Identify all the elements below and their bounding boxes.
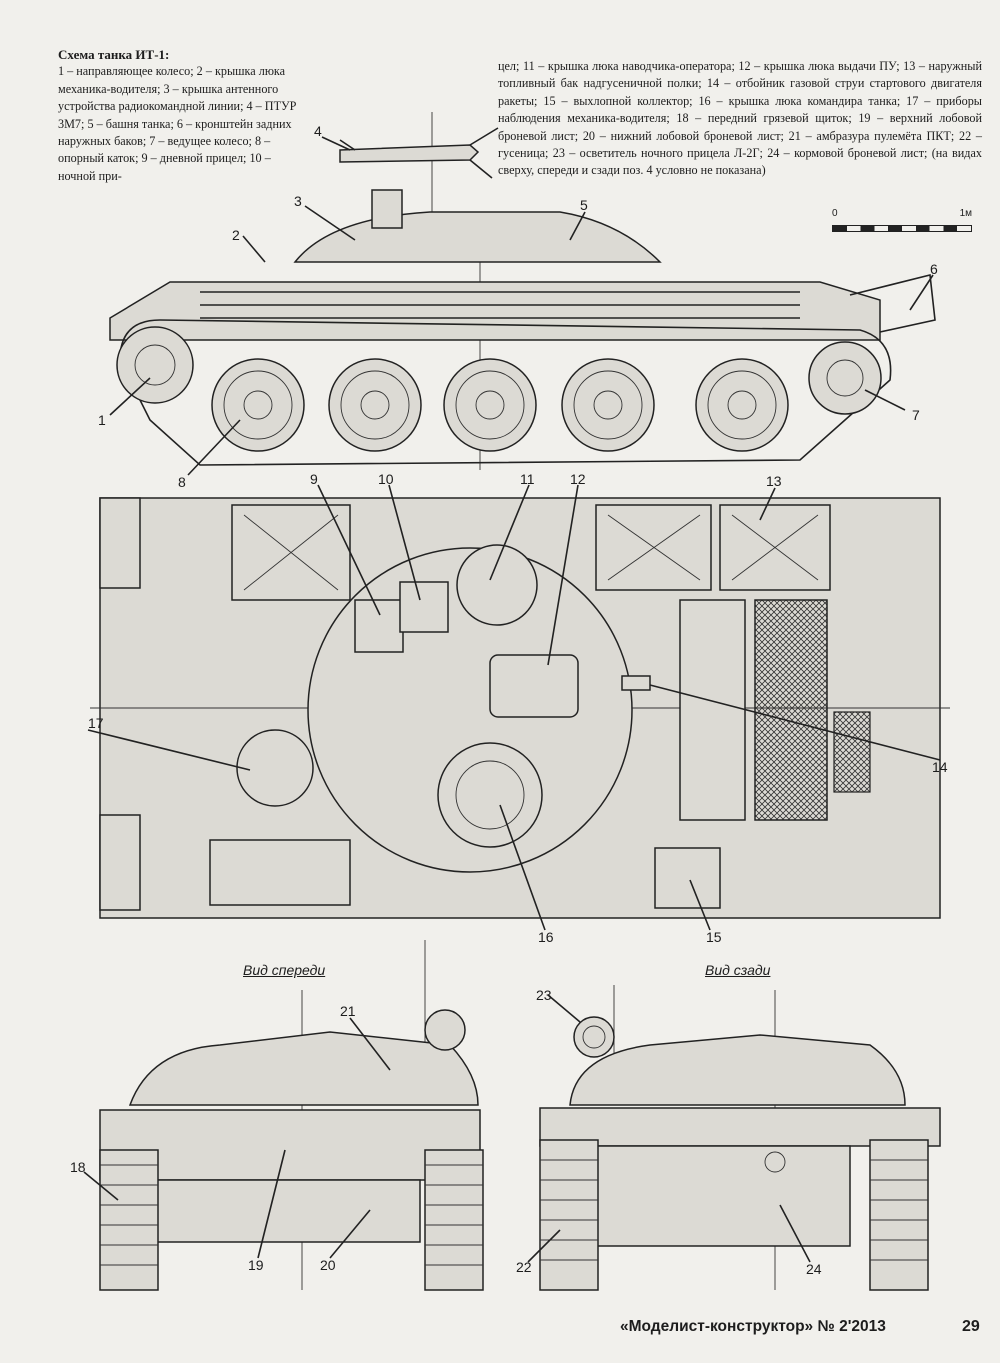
scale-bar: 0 1м: [832, 208, 972, 238]
callout-8: 8: [178, 474, 186, 490]
front-upper-plate: [99, 1109, 481, 1181]
front-light: [424, 1009, 466, 1051]
gas-deflector: [621, 675, 651, 691]
rear-armor-plate: [579, 1145, 851, 1247]
gunner-hatch: [456, 544, 538, 626]
callout-9: 9: [310, 471, 318, 487]
front-turret: [128, 1031, 479, 1106]
road-wheel: [211, 358, 305, 452]
magazine-footer: «Моделист-конструктор» № 2'2013: [620, 1318, 886, 1335]
callout-10: 10: [378, 471, 394, 487]
callout-14: 14: [932, 759, 948, 775]
callout-21: 21: [340, 1003, 356, 1019]
legend-left: Схема танка ИТ-1: 1 – направляющее колес…: [58, 46, 303, 185]
scale-ruler: [832, 225, 972, 232]
driver-hatch: [236, 729, 314, 807]
front-left-fender: [99, 497, 141, 589]
hull-shelf-lines: [200, 291, 800, 319]
front-right-fender: [99, 814, 141, 911]
rear-tank-bracket: [849, 274, 936, 333]
rear-turret: [569, 1034, 906, 1106]
front-view: [99, 940, 484, 1291]
launcher-hatch: [489, 654, 579, 718]
legend-title: Схема танка ИТ-1:: [58, 47, 170, 62]
track-outline: [119, 319, 892, 466]
front-track-right: [424, 1149, 484, 1291]
missile-fins: [339, 127, 499, 179]
rear-view: [539, 985, 941, 1291]
missile-body: [339, 144, 480, 163]
leader-lines: [83, 136, 941, 1263]
battery-box: [209, 839, 351, 906]
callout-20: 20: [320, 1257, 336, 1273]
callout-16: 16: [538, 929, 554, 945]
exhaust-manifold: [654, 847, 721, 909]
legend-right-text: цел; 11 – крышка люка наводчика-оператор…: [498, 59, 982, 178]
engine-deck-panel: [679, 599, 746, 821]
callout-19: 19: [248, 1257, 264, 1273]
commander-hatch: [437, 742, 543, 848]
sight-block: [371, 189, 403, 229]
rear-view-label: Вид сзади: [705, 962, 771, 978]
road-wheel: [695, 358, 789, 452]
rear-grille: [833, 711, 871, 793]
callout-11: 11: [520, 471, 535, 487]
callout-23: 23: [536, 987, 552, 1003]
rear-track-right: [869, 1139, 929, 1291]
front-lower-plate: [149, 1179, 421, 1243]
callout-2: 2: [232, 227, 240, 243]
page-number: 29: [962, 1318, 980, 1335]
front-track-left: [99, 1149, 159, 1291]
road-wheel: [328, 358, 422, 452]
top-view: [90, 497, 950, 919]
callout-12: 12: [570, 471, 586, 487]
drive-sprocket: [808, 341, 882, 415]
callout-15: 15: [706, 929, 722, 945]
scale-end: 1м: [959, 208, 972, 219]
callout-5: 5: [580, 197, 588, 213]
callout-6: 6: [930, 261, 938, 277]
engine-grille: [754, 599, 828, 821]
side-view: [109, 112, 936, 470]
day-sight: [354, 599, 404, 653]
callout-4: 4: [314, 123, 322, 139]
callout-13: 13: [766, 473, 782, 489]
idler-wheel: [116, 326, 194, 404]
legend-left-text: 1 – направляющее колесо; 2 – крышка люка…: [58, 64, 297, 183]
callout-17: 17: [88, 715, 104, 731]
callout-7: 7: [912, 407, 920, 423]
callout-24: 24: [806, 1261, 822, 1277]
rear-track-left: [539, 1139, 599, 1291]
hull-side: [109, 281, 881, 341]
road-wheel: [443, 358, 537, 452]
night-sight: [399, 581, 449, 633]
callout-22: 22: [516, 1259, 532, 1275]
ir-light: [573, 1016, 615, 1058]
road-wheel: [561, 358, 655, 452]
front-view-label: Вид спереди: [243, 962, 326, 978]
callout-1: 1: [98, 412, 106, 428]
callout-3: 3: [294, 193, 302, 209]
scale-start: 0: [832, 208, 838, 219]
callout-18: 18: [70, 1159, 86, 1175]
